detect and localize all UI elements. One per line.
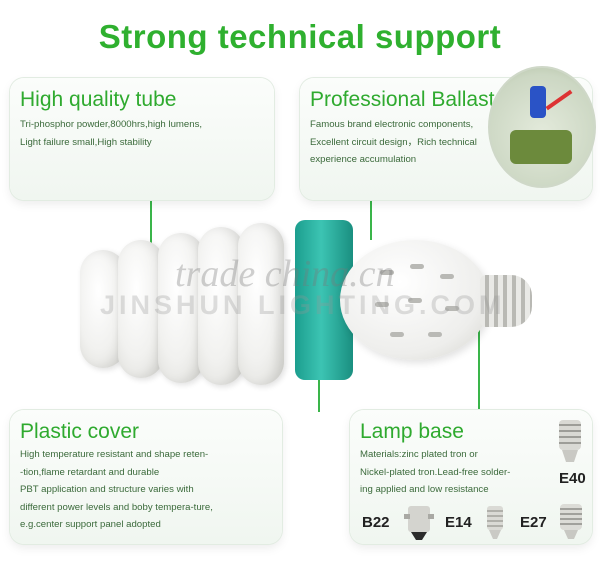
connector-cover — [318, 370, 320, 412]
panel-plastic-cover: Plastic cover High temperature resistant… — [10, 410, 282, 544]
text-line: experience accumulation — [310, 154, 417, 165]
e27-base-icon — [560, 504, 582, 539]
text-line: -tion,flame retardant and durable — [20, 466, 160, 478]
screw-base — [480, 275, 532, 327]
panel-text: Materials:zinc plated tron or Nickel-pla… — [360, 446, 510, 499]
watermark: JINSHUN LIGHTING.COM — [100, 290, 506, 320]
connector-tube — [150, 200, 152, 246]
text-line: Tri-phosphor powder,8000hrs,high lumens, — [20, 119, 203, 130]
panel-heading: High quality tube — [20, 88, 177, 111]
text-line: Materials:zinc plated tron or — [360, 449, 478, 460]
vent-slot — [428, 332, 442, 337]
tube-coil — [158, 233, 204, 383]
b22-base-icon — [404, 506, 434, 540]
panel-high-quality-tube: High quality tube Tri-phosphor powder,80… — [10, 78, 274, 200]
base-type-label: E40 — [559, 470, 586, 487]
vent-slot — [408, 298, 422, 303]
ballast-housing — [340, 240, 490, 360]
tube-coil — [198, 227, 244, 385]
connector-base — [478, 330, 480, 412]
panel-text: Tri-phosphor powder,8000hrs,high lumens,… — [20, 116, 202, 151]
text-line: Famous brand electronic components, — [310, 119, 474, 130]
panel-heading: Lamp base — [360, 420, 464, 443]
vent-slot — [445, 306, 459, 311]
bulb-illustration — [60, 215, 560, 395]
text-line: Light failure small,High stability — [20, 136, 152, 148]
panel-lamp-base: Lamp base Materials:zinc plated tron or … — [350, 410, 592, 544]
vent-slot — [390, 332, 404, 337]
text-line: High temperature resistant and shape ret… — [20, 449, 209, 460]
panel-heading: Plastic cover — [20, 420, 140, 443]
watermark: trade china.cn — [175, 253, 395, 295]
vent-slot — [380, 270, 394, 275]
tube-coil — [238, 223, 284, 385]
base-type-label: E27 — [520, 514, 547, 531]
wire — [545, 89, 573, 111]
text-line: e.g.center support panel adopted — [20, 519, 161, 530]
text-line: Nickel-plated tron.Lead-free solder- — [360, 466, 511, 478]
text-line: different power levels and boby tempera-… — [20, 501, 213, 513]
page-title: Strong technical support — [98, 18, 502, 55]
base-type-label: B22 — [362, 514, 390, 531]
ballast-image — [488, 66, 596, 188]
panel-text: Famous brand electronic components, Exce… — [310, 116, 477, 169]
panel-heading: Professional Ballast — [310, 88, 495, 111]
vent-slot — [375, 302, 389, 307]
e14-base-icon — [487, 506, 503, 539]
capacitor — [530, 86, 546, 118]
panel-professional-ballast: Professional Ballast Famous brand electr… — [300, 66, 596, 200]
connector-ballast — [370, 200, 372, 240]
e40-base-icon — [559, 420, 581, 462]
tube-coil — [118, 240, 164, 378]
vent-slot — [440, 274, 454, 279]
panel-text: High temperature resistant and shape ret… — [20, 446, 213, 534]
text-line: PBT application and structure varies wit… — [20, 484, 194, 495]
pcb-board — [510, 130, 572, 164]
text-line: ing applied and low resistance — [360, 484, 489, 495]
vent-slot — [410, 264, 424, 269]
text-line: Excellent circuit design，Rich technical — [310, 136, 477, 148]
base-type-label: E14 — [445, 514, 472, 531]
